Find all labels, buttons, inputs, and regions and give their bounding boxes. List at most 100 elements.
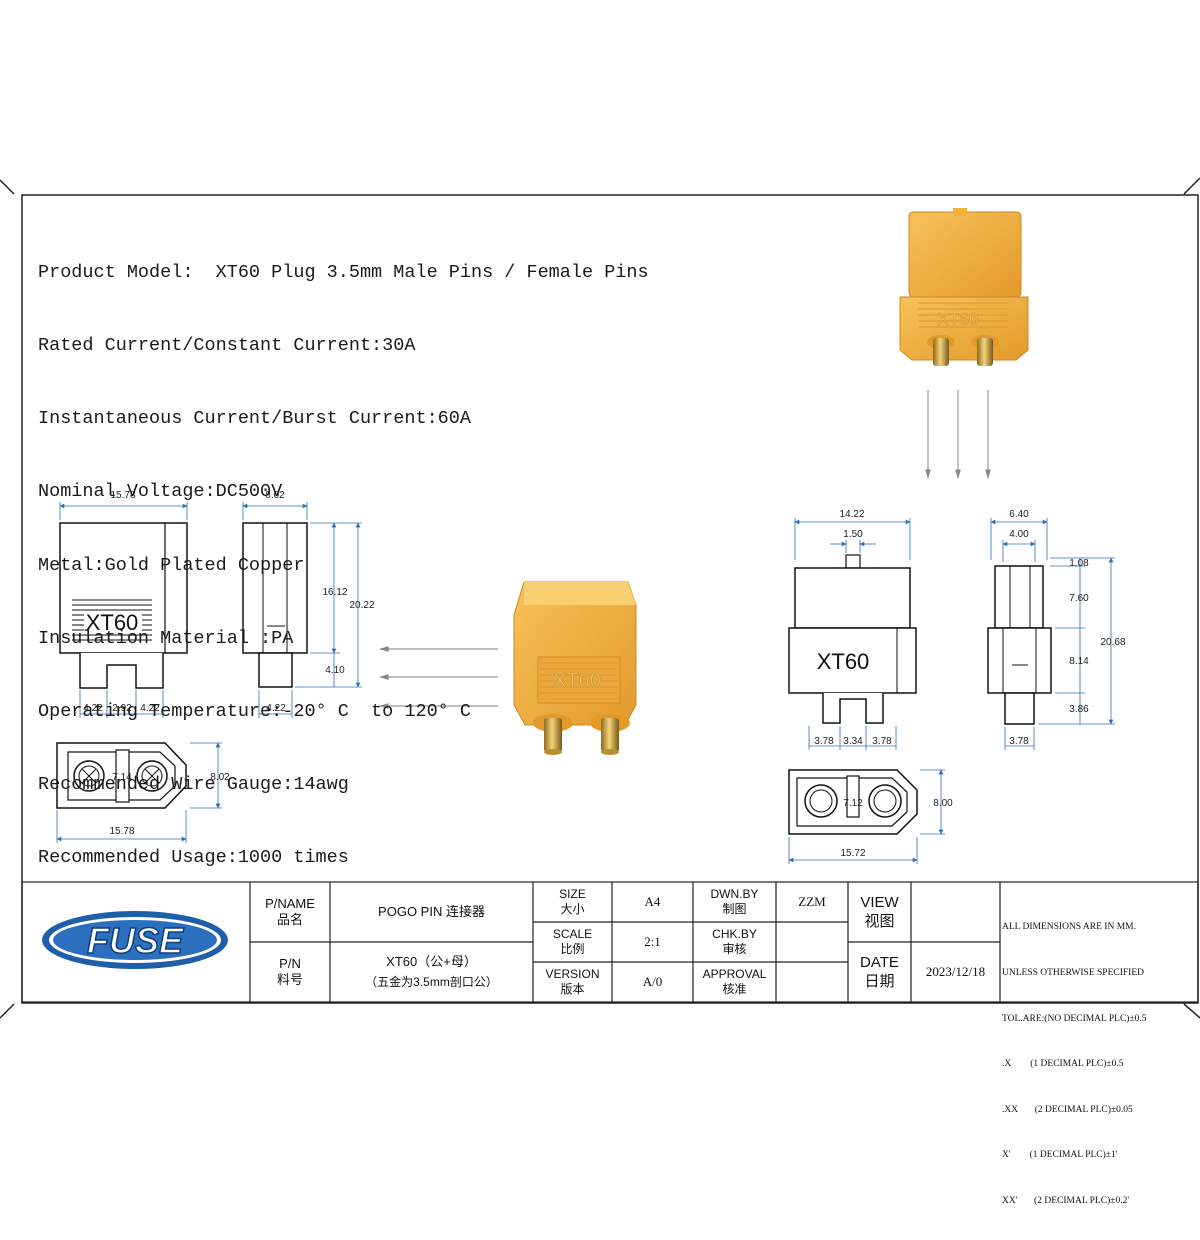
view-value (911, 882, 1000, 942)
female-body-label: XT60 (817, 649, 870, 674)
dim-male-total-height: 20.22 (349, 600, 374, 611)
assembly-arrows-left (379, 646, 498, 709)
version-label: VERSION 版本 (533, 962, 612, 1002)
scale-label: SCALE 比例 (533, 922, 612, 962)
dim-male-width: 15.78 (110, 490, 135, 501)
dim-female-pin-gap: 3.34 (843, 736, 863, 747)
dim-male-pin-length: 4.10 (325, 665, 345, 676)
spec-line: Metal:Gold Plated Copper (38, 554, 305, 576)
title-block-grid (21, 881, 1199, 1003)
pn-label-cn: 料号 (276, 972, 303, 987)
size-value: A4 (644, 894, 661, 909)
male-body-label: XT60 (86, 610, 139, 635)
female-front-dimensions: 14.22 1.50 3.78 3.34 3.78 (794, 509, 911, 750)
approval-value (776, 962, 848, 1002)
tolerance-line: XX' (2 DECIMAL PLC)±0.2' (1002, 1196, 1130, 1207)
frame (0, 177, 1200, 1019)
male-bottom-view: 7.14 8.02 15.78 (56, 742, 230, 843)
scale-value: 2:1 (644, 934, 661, 949)
female-front-view: XT60 (788, 554, 917, 724)
dim-female-d2: 7.60 (1069, 593, 1089, 604)
pn-label: P/N 料号 (250, 942, 330, 1002)
female-bottom-view: 7.12 8.00 15.72 (788, 769, 953, 864)
tolerance-line: UNLESS OTHERWISE SPECIFIED (1002, 968, 1144, 979)
pname-value: POGO PIN 连接器 (378, 904, 485, 919)
view-label-cn: 视图 (864, 913, 895, 930)
version-label-en: VERSION (545, 967, 600, 981)
female-side-dimensions: 6.40 4.00 1.08 7.60 8.14 3.86 20.68 3.78 (990, 509, 1126, 750)
tolerance-notes: ALL DIMENSIONS ARE IN MM. UNLESS OTHERWI… (1002, 890, 1198, 1240)
dim-male-side-width: 8.02 (265, 490, 285, 501)
title-block: P/NAME 品名 POGO PIN 连接器 P/N 料号 XT60（公+母） … (22, 882, 1198, 1206)
male-front-view: XT60 (59, 522, 188, 689)
dim-male-pin-left: 4.22 (83, 703, 103, 714)
version-value: A/0 (642, 974, 663, 989)
assembly-arrows-down (925, 390, 991, 479)
view-label-en: VIEW (860, 894, 899, 911)
dwn-value: ZZM (798, 894, 826, 909)
approval-label-cn: 核准 (722, 982, 747, 996)
spec-line: Operating Temperature:-20° C to 120° C (38, 701, 471, 723)
dim-female-d4: 3.86 (1069, 704, 1089, 715)
view-label: VIEW 视图 (848, 882, 911, 942)
chk-label: CHK.BY 审核 (693, 922, 776, 962)
scale-label-en: SCALE (552, 927, 593, 941)
dim-male-body-height: 16.12 (322, 587, 347, 598)
spec-line: Instantaneous Current/Burst Current:60A (38, 408, 471, 430)
dwn-label-cn: 制图 (722, 902, 747, 916)
dim-female-bottom-height: 8.00 (933, 798, 953, 809)
size-label-en: SIZE (559, 887, 586, 901)
spec-line: Product Model: XT60 Plug 3.5mm Male Pins… (38, 261, 649, 283)
tolerance-line: .XX (2 DECIMAL PLC)±0.05 (1002, 1104, 1133, 1115)
spec-line: Rated Current/Constant Current:30A (38, 335, 416, 357)
spec-line: Nominal Voltage:DC500V (38, 481, 283, 503)
spec-line: Insulation Material :PA (38, 627, 294, 649)
pn-value-1: XT60（公+母） (386, 954, 477, 969)
date-value: 2023/12/18 (925, 964, 986, 979)
dim-male-bottom-width: 15.78 (109, 826, 134, 837)
tolerance-line: TOL.ARE:(NO DECIMAL PLC)±0.5 (1002, 1013, 1147, 1024)
dim-female-top-width: 4.00 (1009, 529, 1029, 540)
tolerance-line: ALL DIMENSIONS ARE IN MM. (1002, 922, 1136, 933)
female-photo-label: XT60 (938, 310, 979, 329)
dim-male-pin-gap: 2.92 (112, 703, 132, 714)
date-label-en: DATE (860, 954, 899, 971)
dim-male-pin-right: 4.22 (140, 703, 160, 714)
approval-label-en: APPROVAL (702, 967, 767, 981)
chk-label-en: CHK.BY (712, 927, 757, 941)
scale-label-cn: 比例 (560, 942, 585, 956)
dim-female-width: 14.22 (839, 509, 864, 520)
approval-label: APPROVAL 核准 (693, 962, 776, 1002)
female-side-view (987, 565, 1052, 725)
dim-female-bottom-width: 15.72 (840, 848, 865, 859)
dim-female-pin-width: 3.78 (1009, 736, 1029, 747)
pname-label-cn: 品名 (276, 912, 303, 927)
chk-label-cn: 审核 (722, 942, 747, 956)
date-label: DATE 日期 (848, 942, 911, 1002)
version-label-cn: 版本 (560, 982, 585, 996)
dim-female-side-width: 6.40 (1009, 509, 1029, 520)
spec-line: Recommended Usage:1000 times (38, 847, 349, 869)
dim-male-pin-width: 4.22 (266, 703, 286, 714)
size-label-cn: 大小 (560, 902, 585, 916)
male-connector-photo: XT60 (513, 581, 637, 755)
logo-text: FUSE (87, 920, 184, 961)
male-front-dimensions: 15.78 4.22 2.92 4.22 (59, 490, 188, 718)
dim-female-pin-right: 3.78 (872, 736, 892, 747)
size-label: SIZE 大小 (533, 882, 612, 922)
tolerance-line: X' (1 DECIMAL PLC)±1' (1002, 1150, 1118, 1161)
dwn-label: DWN.BY 制图 (693, 882, 776, 922)
female-connector-photo: XT60 (899, 208, 1029, 366)
product-specs: Product Model: XT60 Plug 3.5mm Male Pins… (38, 212, 649, 895)
dwn-label-en: DWN.BY (710, 887, 759, 901)
dim-female-total: 20.68 (1100, 637, 1125, 648)
dim-male-pitch: 7.14 (112, 772, 132, 783)
date-label-cn: 日期 (864, 973, 895, 990)
dim-female-pitch: 7.12 (843, 798, 863, 809)
fuse-logo: FUSE (42, 911, 228, 969)
dim-female-d1: 1.08 (1069, 558, 1089, 569)
dim-male-bottom-height: 8.02 (210, 772, 230, 783)
pname-label-en: P/NAME (265, 896, 315, 911)
dim-female-d3: 8.14 (1069, 656, 1089, 667)
dim-female-key: 1.50 (843, 529, 863, 540)
